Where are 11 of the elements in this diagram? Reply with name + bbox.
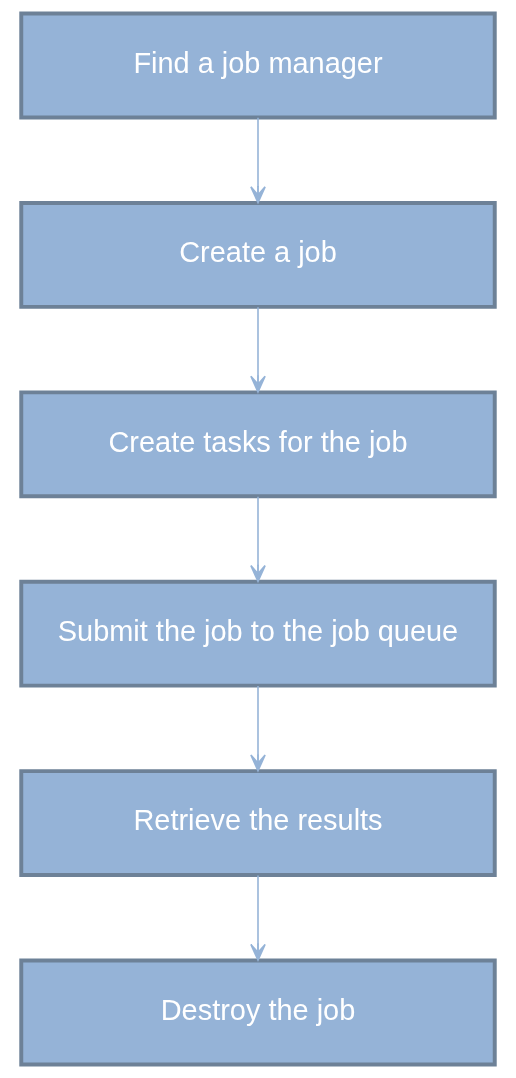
arrow [250,685,266,772]
arrow [250,117,266,204]
arrow [250,874,266,961]
node-box: Create a job [19,201,497,309]
arrow [250,306,266,393]
node-box: Submit the job to the job queue [19,579,497,688]
node-box: Create tasks for the job [19,390,497,499]
node-box: Destroy the job [19,958,497,1067]
node-box: Find a job manager [19,11,497,120]
node-box: Retrieve the results [19,769,497,877]
arrow [250,495,266,583]
